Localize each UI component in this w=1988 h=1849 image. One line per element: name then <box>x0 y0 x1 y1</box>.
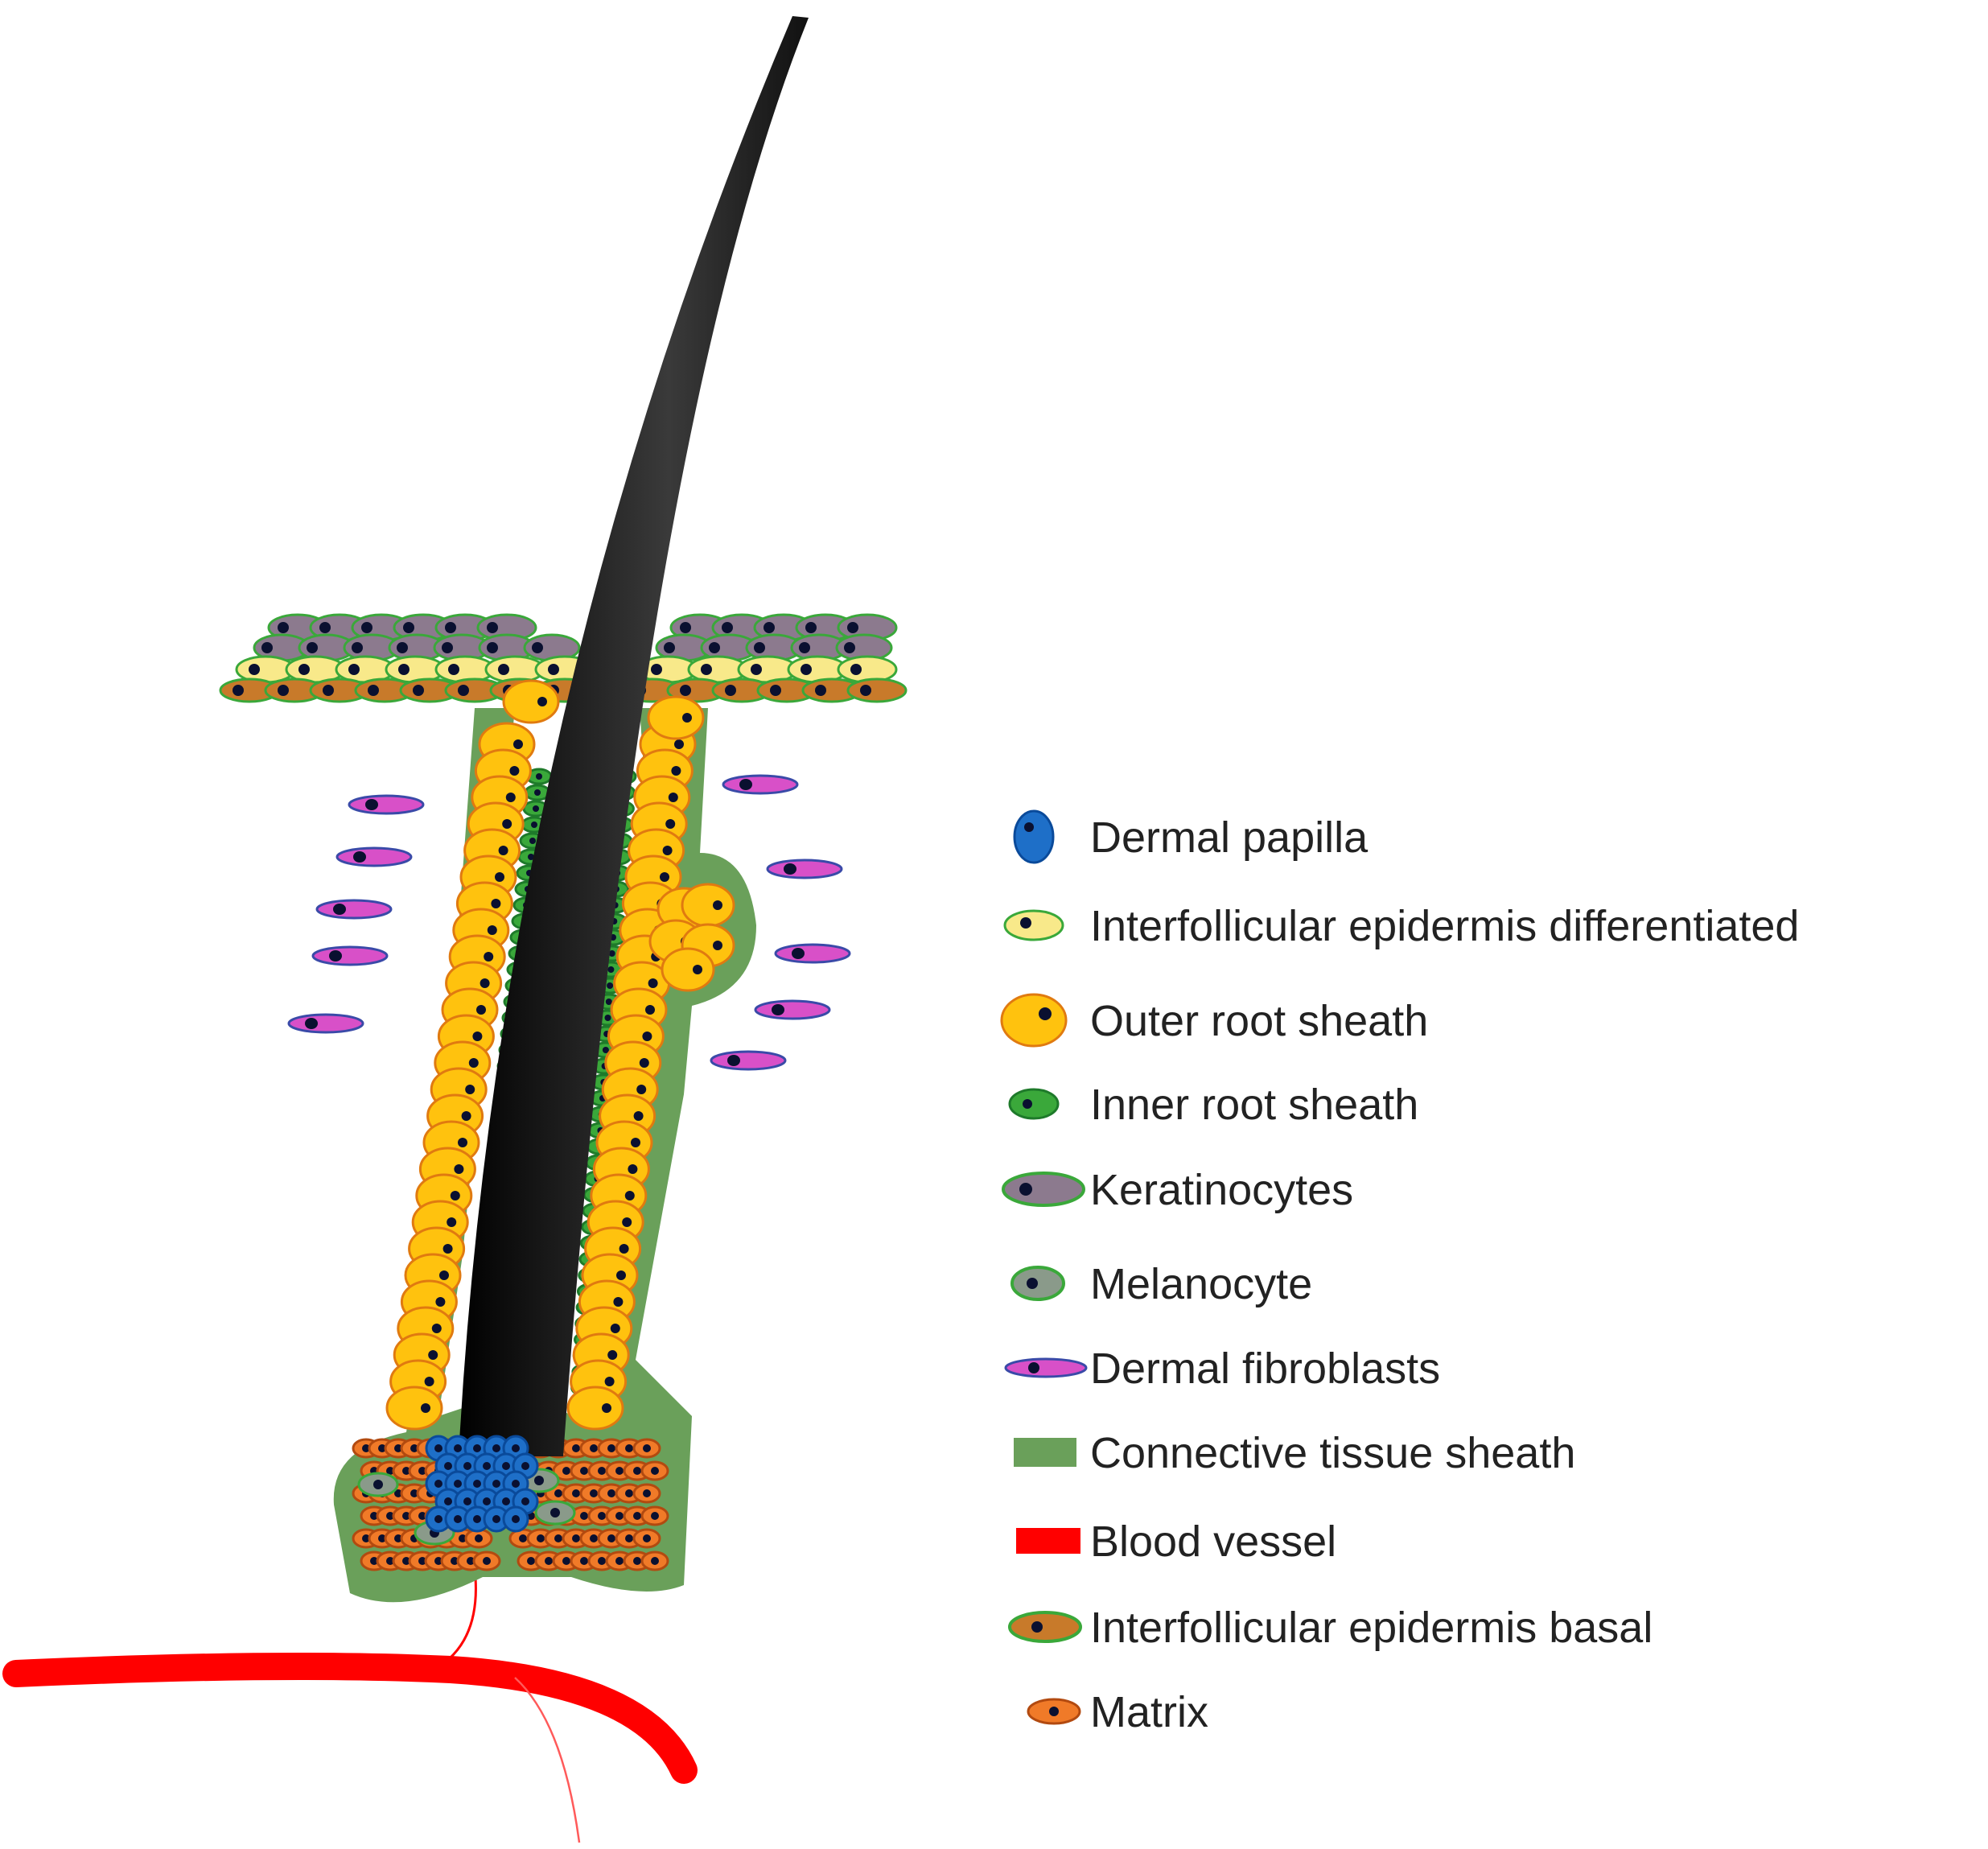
legend-label-outer-root-sheath: Outer root sheath <box>1090 997 1428 1045</box>
matrix-cell <box>640 1550 669 1571</box>
legend-item-dermal-papilla: Dermal papilla <box>1013 809 1369 864</box>
matrix-cell <box>632 1483 661 1504</box>
dermal-fibroblast <box>774 943 851 964</box>
dermal-fibroblast <box>315 899 393 920</box>
matrix-cell <box>632 1528 661 1549</box>
legend-item-ife-differentiated: Interfollicular epidermis differentiated <box>1003 902 1799 950</box>
legend-item-inner-root-sheath: Inner root sheath <box>1008 1081 1418 1129</box>
legend-label-inner-root-sheath: Inner root sheath <box>1090 1081 1418 1129</box>
legend-swatch-matrix <box>1027 1698 1081 1725</box>
dermal-fibroblast <box>287 1013 364 1034</box>
keratinocyte <box>343 633 401 662</box>
dermal-fibroblast <box>754 999 831 1020</box>
outer-root-sheath-cell <box>385 1386 443 1431</box>
dermal-fibroblast <box>335 846 413 867</box>
dermal-fibroblast <box>710 1050 787 1071</box>
ife-differentiated-cell <box>235 655 296 684</box>
legend-item-outer-root-sheath: Outer root sheath <box>1000 993 1428 1048</box>
outer-root-sheath <box>385 679 735 1431</box>
matrix-cell <box>640 1460 669 1481</box>
legend-item-ife-basal: Interfollicular epidermis basal <box>1008 1604 1653 1652</box>
dermal-papilla <box>425 1435 539 1533</box>
legend-label-dermal-papilla: Dermal papilla <box>1090 813 1369 862</box>
keratinocyte <box>433 633 491 662</box>
legend-label-ife-basal: Interfollicular epidermis basal <box>1090 1604 1653 1652</box>
legend-swatch-keratinocytes <box>1002 1172 1085 1207</box>
legend-label-blood-vessel: Blood vessel <box>1090 1517 1336 1566</box>
blood-vessel <box>2 1568 698 1843</box>
dermal-fibroblast <box>722 774 799 795</box>
legend-item-dermal-fibroblasts: Dermal fibroblasts <box>1004 1345 1440 1393</box>
legend-item-connective-tissue-sheath: Connective tissue sheath <box>1014 1429 1575 1477</box>
hair-follicle-illustration <box>2 16 908 1843</box>
legend-swatch-dermal-fibroblasts <box>1004 1357 1088 1378</box>
dermal-papilla-cell <box>425 1505 452 1533</box>
legend-item-blood-vessel: Blood vessel <box>1016 1517 1336 1566</box>
legend-swatch-melanocyte <box>1010 1266 1065 1301</box>
ife-basal-cell <box>399 677 460 703</box>
hair-shaft <box>459 16 809 1456</box>
melanocyte <box>534 1500 576 1526</box>
legend-swatch-outer-root-sheath <box>1000 993 1068 1048</box>
legend-swatch-dermal-papilla <box>1013 809 1055 864</box>
interfollicular-epidermis <box>219 613 908 703</box>
dermal-fibroblasts <box>287 774 851 1071</box>
legend-label-keratinocytes: Keratinocytes <box>1090 1166 1353 1214</box>
ife-differentiated-cell <box>385 655 446 684</box>
outer-root-sheath-cell <box>647 695 705 740</box>
matrix-cell <box>472 1550 501 1571</box>
matrix-cell <box>632 1438 661 1459</box>
legend-item-melanocyte: Melanocyte <box>1010 1260 1312 1308</box>
legend-swatch-ife-differentiated <box>1003 909 1064 941</box>
legend-swatch-connective-tissue-sheath <box>1014 1438 1076 1467</box>
legend-item-keratinocytes: Keratinocytes <box>1002 1166 1353 1214</box>
outer-root-sheath-cell <box>502 679 560 724</box>
ife-basal-cell <box>846 677 908 703</box>
legend-swatch-ife-basal <box>1008 1611 1082 1643</box>
melanocyte <box>357 1472 399 1497</box>
legend-item-matrix: Matrix <box>1027 1688 1208 1736</box>
legend-label-ife-differentiated: Interfollicular epidermis differentiated <box>1090 902 1799 950</box>
legend-label-matrix: Matrix <box>1090 1688 1208 1736</box>
ife-basal-cell <box>711 677 772 703</box>
legend-swatch-blood-vessel <box>1016 1528 1080 1554</box>
ife-basal-cell <box>444 677 505 703</box>
outer-root-sheath-cell <box>566 1386 624 1431</box>
legend-label-dermal-fibroblasts: Dermal fibroblasts <box>1090 1345 1440 1393</box>
ife-basal-cell <box>354 677 415 703</box>
dermal-papilla-cell <box>502 1505 529 1533</box>
legend-swatch-inner-root-sheath <box>1008 1088 1060 1120</box>
legend-label-melanocyte: Melanocyte <box>1090 1260 1312 1308</box>
ife-differentiated-cell <box>837 655 898 684</box>
keratinocyte <box>837 613 898 642</box>
outer-root-sheath-cell <box>661 947 715 992</box>
dermal-fibroblast <box>311 945 389 966</box>
legend-label-connective-tissue-sheath: Connective tissue sheath <box>1090 1429 1575 1477</box>
outer-root-sheath-cell <box>681 883 735 928</box>
dermal-fibroblast <box>766 859 843 879</box>
matrix-cell <box>640 1505 669 1526</box>
dermal-fibroblast <box>348 794 425 815</box>
